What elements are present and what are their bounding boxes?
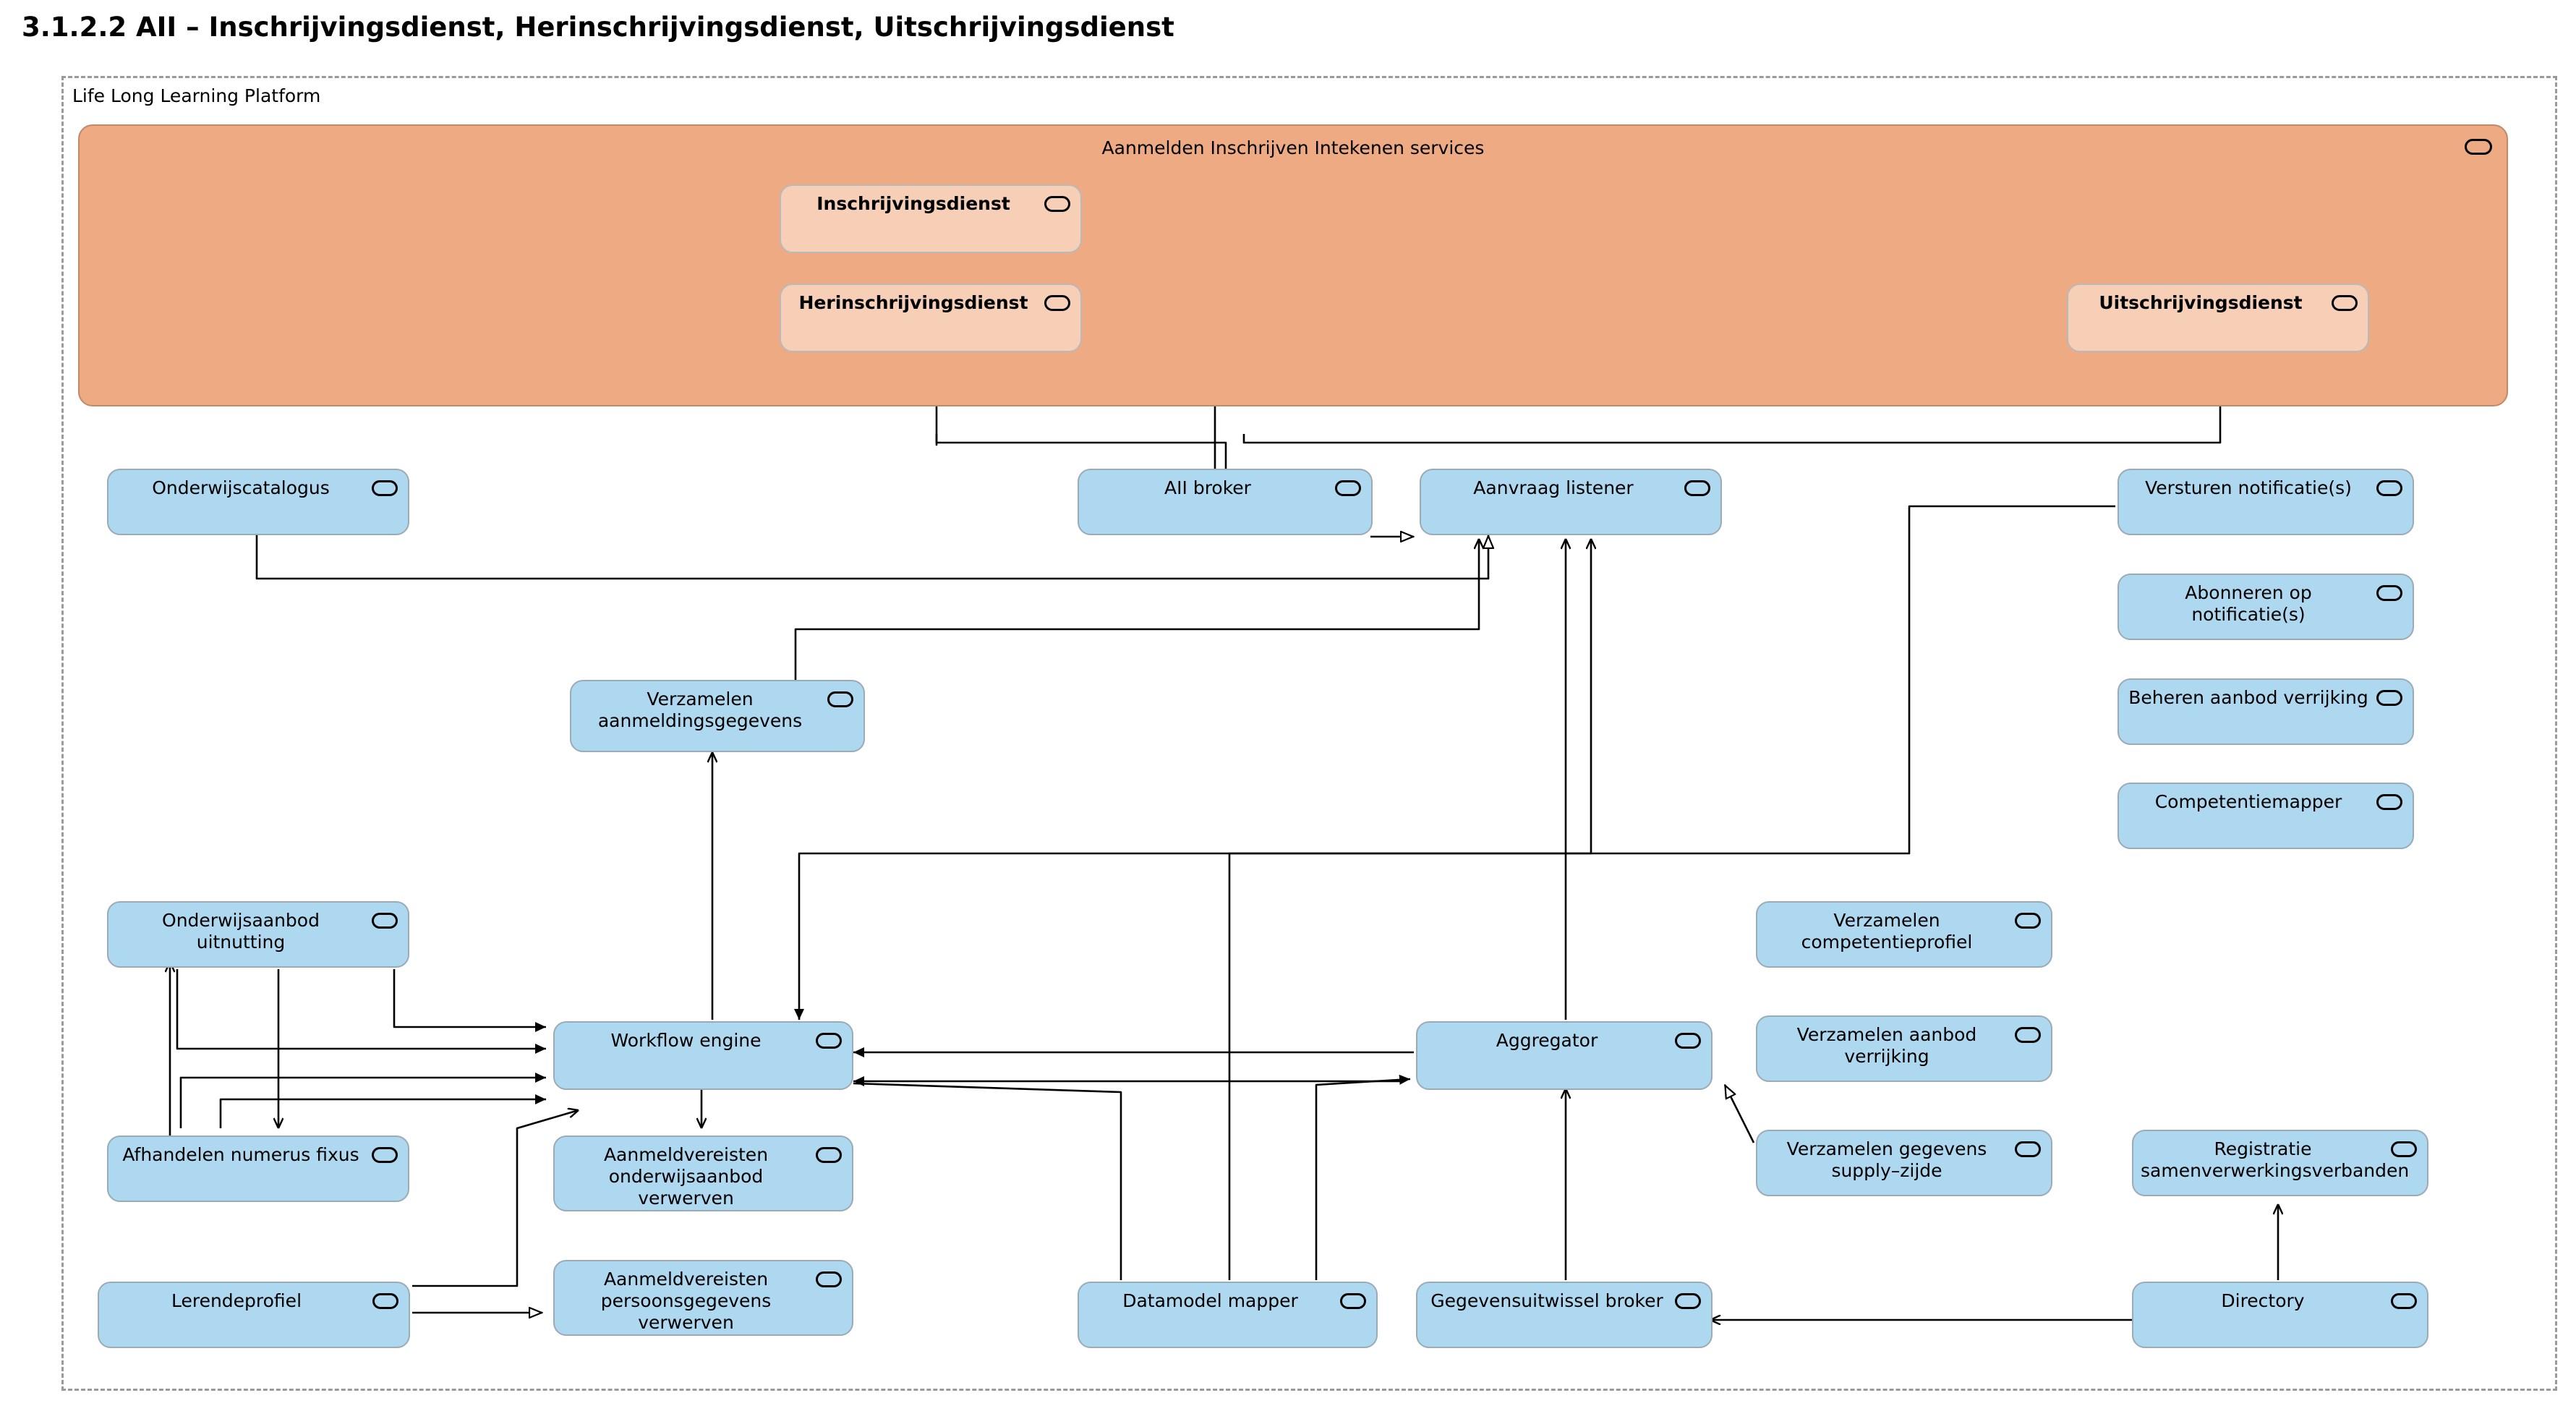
node-label: Lerendeprofiel <box>171 1290 302 1311</box>
node-label: Onderwijscatalogus <box>152 477 330 498</box>
application-service-icon <box>816 1271 842 1287</box>
node-label: Datamodel mapper <box>1122 1290 1298 1311</box>
node-label: Aggregator <box>1496 1030 1598 1051</box>
life-long-learning-platform-frame <box>61 76 2557 1391</box>
node-herinschrijvingsdienst[interactable]: Herinschrijvingsdienst <box>780 284 1082 352</box>
node-versturen-notificaties[interactable]: Versturen notificatie(s) <box>2117 469 2414 535</box>
application-service-icon <box>1684 480 1710 496</box>
node-abonneren-op-notificaties[interactable]: Abonneren op notificatie(s) <box>2117 574 2414 640</box>
node-lerendeprofiel[interactable]: Lerendeprofiel <box>98 1282 410 1348</box>
application-service-icon <box>827 691 853 707</box>
node-label: Aanmeldvereisten persoonsgegevens verwer… <box>600 1269 772 1333</box>
application-service-icon <box>2015 1141 2041 1157</box>
node-label: Abonneren op notificatie(s) <box>2185 582 2312 625</box>
application-service-icon <box>1340 1293 1366 1309</box>
application-service-icon <box>2376 794 2402 810</box>
node-label: Gegevensuitwissel broker <box>1430 1290 1663 1311</box>
node-onderwijscatalogus[interactable]: Onderwijscatalogus <box>107 469 409 535</box>
application-service-icon <box>2015 913 2041 929</box>
node-verzamelen-aanbod-verrijking[interactable]: Verzamelen aanbod verrijking <box>1756 1015 2052 1082</box>
node-directory[interactable]: Directory <box>2132 1282 2428 1348</box>
node-label: Aanvraag listener <box>1473 477 1634 498</box>
node-label: Beheren aanbod verrijking <box>2128 687 2368 708</box>
application-service-icon <box>1335 480 1361 496</box>
node-label: Directory <box>2221 1290 2305 1311</box>
application-service-icon <box>372 480 398 496</box>
node-label: Workflow engine <box>610 1030 762 1051</box>
node-aanmeldvereisten-onderwijsaanbod-verwerven[interactable]: Aanmeldvereisten onderwijsaanbod verwerv… <box>553 1135 853 1211</box>
node-label: Competentiemapper <box>2154 791 2342 812</box>
node-competentiemapper[interactable]: Competentiemapper <box>2117 783 2414 849</box>
application-service-icon <box>372 913 398 929</box>
node-registratie-samenverwerkingsverbanden[interactable]: Registratie samenverwerkingsverbanden <box>2132 1130 2428 1196</box>
page-title: 3.1.2.2 AII – Inschrijvingsdienst, Herin… <box>22 12 1174 43</box>
application-service-icon <box>2332 295 2358 311</box>
application-service-icon <box>2391 1141 2417 1157</box>
node-label: Herinschrijvingsdienst <box>798 292 1028 313</box>
node-beheren-aanbod-verrijking[interactable]: Beheren aanbod verrijking <box>2117 678 2414 745</box>
node-label: Verzamelen aanbod verrijking <box>1796 1024 1977 1067</box>
application-service-icon <box>2376 585 2402 601</box>
node-label: Afhandelen numerus fixus <box>122 1144 359 1165</box>
node-label: Verzamelen aanmeldingsgegevens <box>597 689 803 731</box>
node-label: Versturen notificatie(s) <box>2145 477 2352 498</box>
aanmelden-inschrijven-intekenen-services-group: Aanmelden Inschrijven Intekenen services <box>78 124 2508 406</box>
node-uitschrijvingsdienst[interactable]: Uitschrijvingsdienst <box>2067 284 2369 352</box>
node-verzamelen-competentieprofiel[interactable]: Verzamelen competentieprofiel <box>1756 901 2052 968</box>
node-verzamelen-gegevens-supply-zijde[interactable]: Verzamelen gegevens supply–zijde <box>1756 1130 2052 1196</box>
application-service-icon <box>2376 690 2402 706</box>
node-label: Verzamelen competentieprofiel <box>1801 910 1973 953</box>
application-service-icon <box>372 1293 398 1309</box>
node-aggregator[interactable]: Aggregator <box>1416 1021 1713 1090</box>
node-aii-broker[interactable]: AII broker <box>1078 469 1373 535</box>
node-verzamelen-aanmeldingsgegevens[interactable]: Verzamelen aanmeldingsgegevens <box>570 680 865 752</box>
node-workflow-engine[interactable]: Workflow engine <box>553 1021 853 1090</box>
node-label: Uitschrijvingsdienst <box>2099 292 2303 313</box>
node-label: AII broker <box>1164 477 1251 498</box>
application-service-icon <box>816 1033 842 1049</box>
node-label: Inschrijvingsdienst <box>816 193 1010 214</box>
node-label: Registratie samenverwerkingsverbanden <box>2141 1138 2410 1181</box>
node-afhandelen-numerus-fixus[interactable]: Afhandelen numerus fixus <box>107 1135 409 1202</box>
application-service-icon <box>2376 480 2402 496</box>
group-title: Aanmelden Inschrijven Intekenen services <box>1101 137 1485 158</box>
node-gegevensuitwissel-broker[interactable]: Gegevensuitwissel broker <box>1416 1282 1713 1348</box>
node-onderwijsaanbod-uitnutting[interactable]: Onderwijsaanbod uitnutting <box>107 901 409 968</box>
node-label: Verzamelen gegevens supply–zijde <box>1786 1138 1987 1181</box>
application-service-icon <box>1044 295 1070 311</box>
node-aanvraag-listener[interactable]: Aanvraag listener <box>1420 469 1722 535</box>
frame-label: Life Long Learning Platform <box>72 85 321 106</box>
application-service-icon <box>1044 196 1070 212</box>
node-inschrijvingsdienst[interactable]: Inschrijvingsdienst <box>780 184 1082 253</box>
application-service-icon <box>1675 1033 1701 1049</box>
node-datamodel-mapper[interactable]: Datamodel mapper <box>1078 1282 1378 1348</box>
node-label: Aanmeldvereisten onderwijsaanbod verwerv… <box>603 1144 769 1209</box>
application-service-icon <box>2015 1027 2041 1043</box>
application-service-icon <box>372 1147 398 1163</box>
application-service-icon <box>1675 1293 1701 1309</box>
node-label: Onderwijsaanbod uitnutting <box>162 910 320 953</box>
application-service-icon <box>2391 1293 2417 1309</box>
application-service-icon <box>2465 139 2492 155</box>
node-aanmeldvereisten-persoonsgegevens-verwerven[interactable]: Aanmeldvereisten persoonsgegevens verwer… <box>553 1260 853 1336</box>
application-service-icon <box>816 1147 842 1163</box>
